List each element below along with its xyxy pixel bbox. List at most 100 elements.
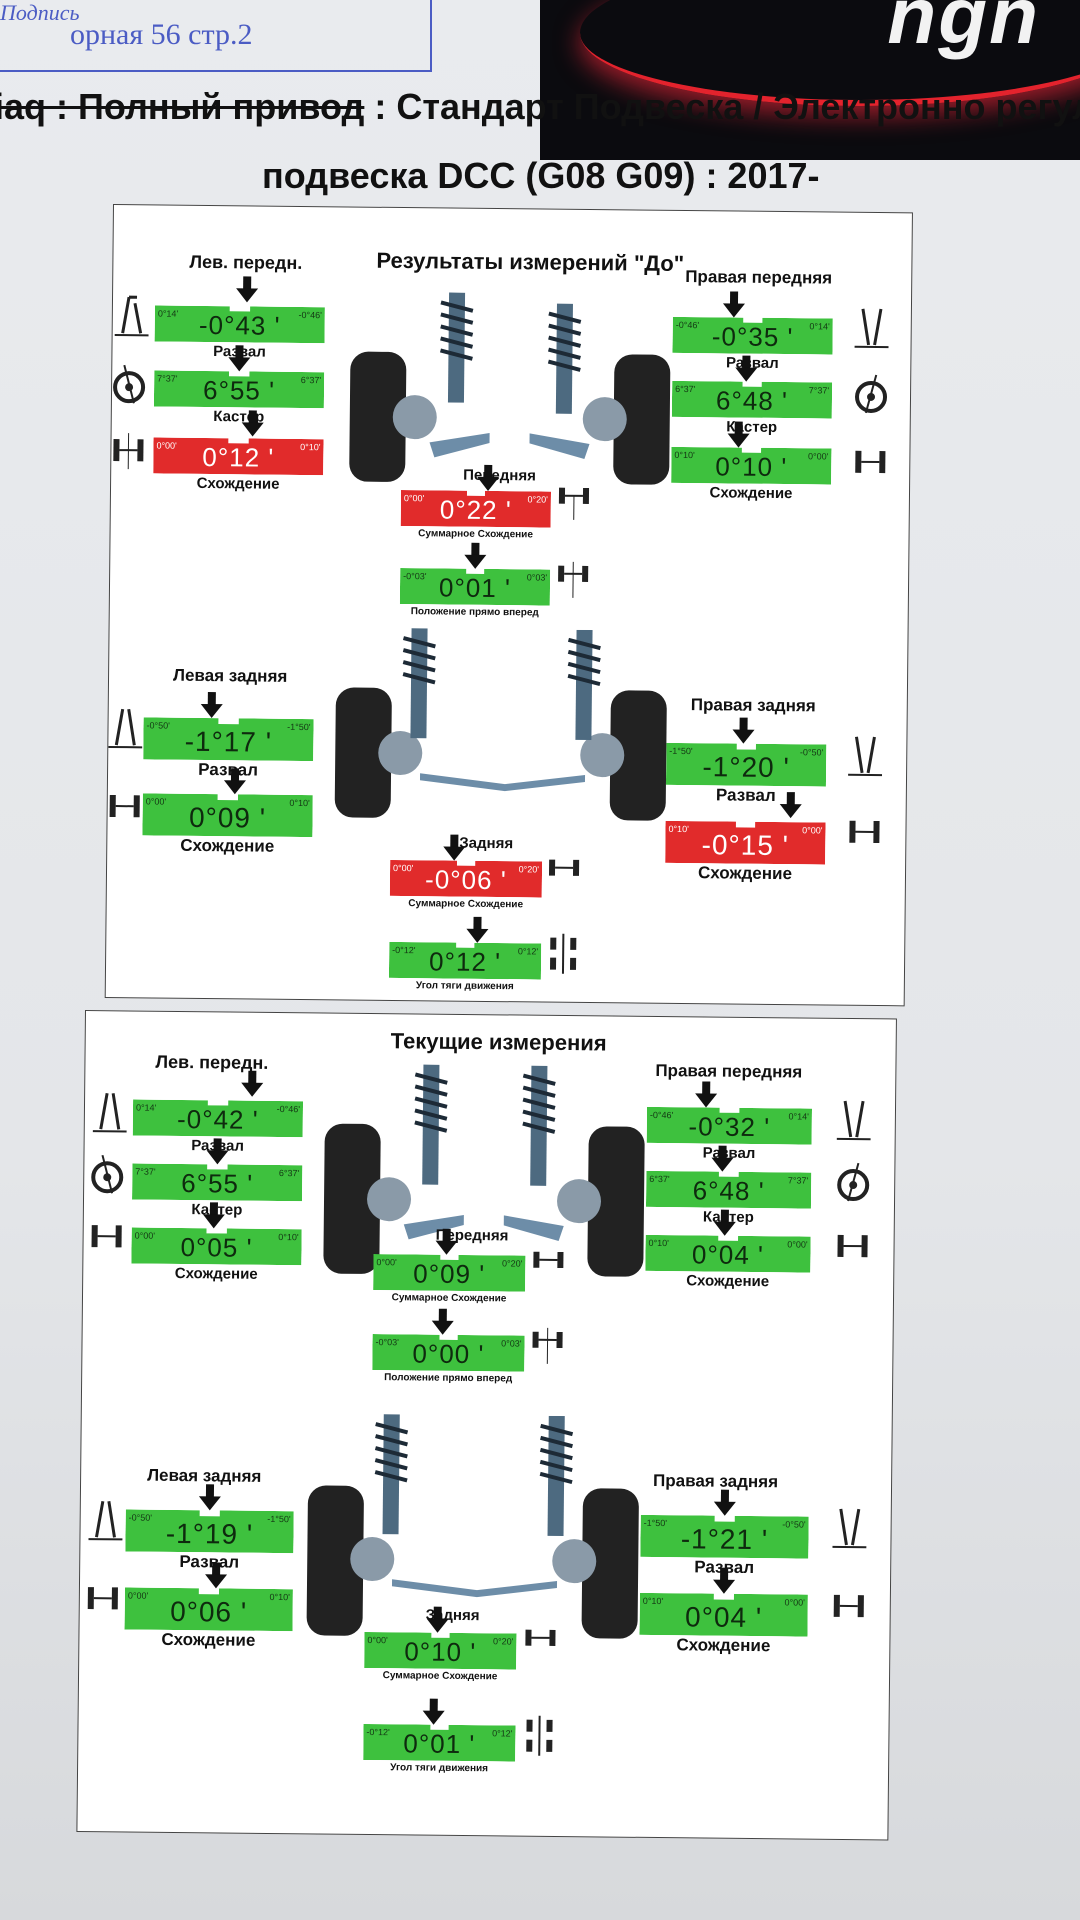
right-front-title: Правая передняя [655, 1060, 803, 1082]
left-rear-toe: 0°00' 0°10' 0°09 ' Схождение [142, 768, 313, 856]
toe-label: Схождение [686, 1272, 770, 1291]
camber-icon [114, 295, 149, 337]
total-toe-icon [525, 1629, 556, 1646]
target-arrow-icon [466, 916, 489, 943]
target-arrow-icon [235, 276, 258, 303]
total-toe-label: Суммарное Схождение [391, 1292, 507, 1305]
vehicle-spec-line-2: подвеска DCC (G08 G09) : 2017- [262, 155, 820, 196]
toe-icon [855, 450, 886, 474]
target-arrow-icon [442, 834, 466, 861]
left-front-toe: 0°00' 0°10' 0°05 ' Схождение [131, 1202, 302, 1283]
target-arrow-icon [241, 410, 264, 437]
rear-suspension-illustration [334, 628, 667, 821]
caster-value: 6°48 ' [692, 1175, 765, 1207]
toe-value: 0°06 ' [170, 1595, 248, 1628]
target-arrow-icon [712, 1567, 736, 1594]
camber-icon [836, 1100, 871, 1141]
toe-icon [87, 1587, 118, 1610]
signature-label: Подпись [0, 0, 80, 25]
toe-icon [833, 1594, 864, 1618]
camber-value: -0°32 ' [688, 1111, 771, 1143]
thrust-value: 0°12 ' [428, 946, 502, 978]
total-toe-label: Суммарное Схождение [418, 528, 533, 541]
camber-value: -1°20 ' [702, 751, 790, 784]
front-total-toe: 0°00' 0°20' 0°09 ' Суммарное Схождение [373, 1228, 526, 1306]
straight-ahead-value: 0°01 ' [438, 572, 512, 604]
camber-icon [854, 308, 889, 349]
left-front-toe: 0°00' 0°10' 0°12 ' Схождение [153, 410, 324, 493]
target-arrow-icon [722, 291, 745, 318]
thrust-value: 0°01 ' [403, 1728, 476, 1760]
straight-ahead-icon [558, 561, 589, 598]
panel-current: Текущие измерения Передняя [76, 1010, 897, 1841]
thrust-angle-icon [550, 933, 577, 974]
target-arrow-icon [713, 1209, 737, 1236]
camber-icon [108, 708, 143, 749]
target-arrow-icon [779, 792, 802, 819]
toe-value: 0°05 ' [180, 1232, 253, 1263]
thrust-angle-icon [526, 1715, 553, 1756]
total-toe-label: Суммарное Схождение [408, 898, 524, 911]
panel-title: Текущие измерения [390, 1028, 607, 1056]
straight-ahead-icon [532, 1327, 563, 1364]
target-arrow-icon [431, 1308, 454, 1335]
right-rear-camber: -1°50' -0°50' -1°20 ' Развал [666, 717, 827, 805]
right-rear-title: Правая задняя [690, 695, 816, 716]
toe-icon [109, 794, 140, 818]
target-arrow-icon [464, 542, 487, 569]
caster-icon [837, 1162, 870, 1202]
camber-value: -0°43 ' [198, 309, 281, 341]
target-arrow-icon [202, 1202, 225, 1229]
total-toe-label: Суммарное Схождение [382, 1670, 498, 1683]
target-arrow-icon [228, 345, 251, 372]
target-arrow-icon [727, 421, 750, 448]
camber-icon [88, 1500, 123, 1541]
target-arrow-icon [223, 768, 246, 795]
vehicle-model-struck: iaq : Полный привод [0, 86, 365, 127]
toe-icon [113, 433, 144, 470]
thrust-angle: -0°12' 0°12' 0°01 ' Угол тяги движения [363, 1698, 516, 1776]
toe-label: Схождение [676, 1635, 771, 1656]
rear-total-toe: 0°00' 0°20' -0°06 ' Суммарное Схождение [390, 834, 543, 912]
total-toe-icon [533, 1251, 564, 1269]
target-arrow-icon [695, 1081, 718, 1108]
stamp-address: орная 56 стр.2 [70, 18, 253, 51]
left-rear-camber: -0°50' -1°50' -1°17 ' Развал [143, 692, 314, 780]
toe-value: 0°04 ' [684, 1601, 763, 1634]
toe-label: Схождение [180, 835, 275, 856]
camber-icon [92, 1092, 127, 1133]
right-rear-camber: -1°50' -0°50' -1°21 ' Развал [640, 1489, 809, 1577]
front-total-toe: 0°00' 0°20' 0°22 ' Суммарное Схождение [400, 464, 551, 542]
total-toe-value: 0°10 ' [404, 1636, 477, 1668]
right-front-toe: 0°10' 0°00' 0°04 ' Схождение [645, 1209, 811, 1290]
total-toe-value: 0°09 ' [413, 1258, 486, 1290]
total-toe-icon [548, 859, 580, 876]
camber-value: -1°17 ' [184, 725, 273, 758]
toe-label: Схождение [161, 1629, 256, 1650]
target-arrow-icon [477, 464, 500, 492]
target-arrow-icon [198, 1484, 221, 1511]
target-arrow-icon [241, 1070, 264, 1097]
camber-icon [832, 1508, 867, 1549]
target-arrow-icon [204, 1562, 227, 1589]
total-toe-icon [558, 487, 590, 520]
thrust-angle: -0°12' 0°12' 0°12 ' Угол тяги движения [389, 916, 542, 994]
company-stamp: Подпись орная 56 стр.2 [0, 0, 432, 72]
camber-value: -1°21 ' [680, 1523, 769, 1556]
camber-value: -0°35 ' [711, 321, 794, 353]
toe-value: 0°04 ' [691, 1239, 765, 1271]
toe-value: 0°09 ' [188, 801, 267, 834]
right-rear-toe: 0°10' 0°00' -0°15 ' Схождение [665, 792, 826, 883]
caster-value: 6°55 ' [181, 1168, 254, 1199]
target-arrow-icon [426, 1606, 449, 1633]
left-front-title: Лев. передн. [189, 251, 303, 273]
toe-label: Схождение [709, 484, 793, 503]
straight-ahead: -0°03' 0°03' 0°01 ' Положение прямо впер… [400, 542, 551, 620]
caster-icon [113, 364, 146, 404]
straight-ahead-label: Положение прямо вперед [384, 1372, 513, 1385]
toe-label: Схождение [697, 863, 793, 884]
front-suspension-illustration [349, 292, 671, 485]
toe-icon [837, 1234, 868, 1258]
toe-value: 0°12 ' [202, 441, 275, 473]
left-front-caster: 7°37' 6°37' 6°55 ' Кастер [154, 345, 325, 426]
